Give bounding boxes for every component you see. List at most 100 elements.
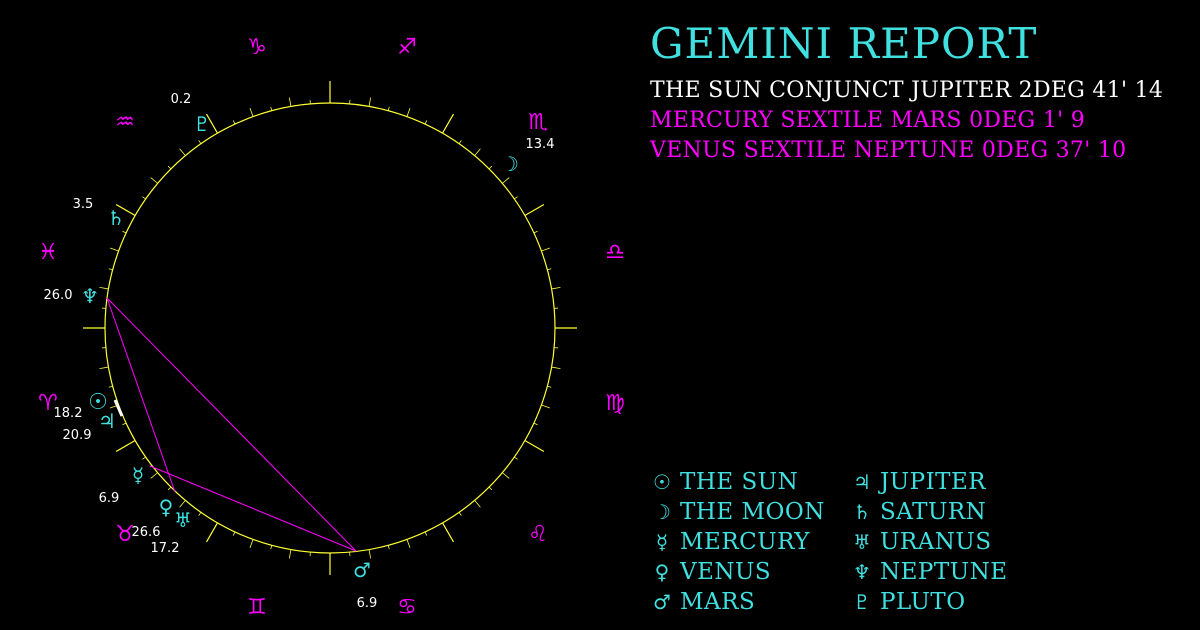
degree-tick [205,113,219,134]
degree-tick [249,107,254,117]
degree-tick [524,439,545,453]
degree-ticks [83,81,577,575]
sun-icon: ☉ [653,470,671,494]
mercury-icon: ☿ [655,530,669,554]
zodiac-wheel: ♑ ♐ ♏ ♎ ♍ ♌ ♋ ♊ ♉ ♈ ♓ ♒ ♇ ☽ ♄ ♆ ☉ ♃ ☿ ♀ … [38,35,625,620]
degree-tick [249,539,254,549]
degree-tick [488,486,493,491]
saturn-icon: ♄ [107,206,125,230]
moon-icon: ☽ [501,152,519,176]
legend-label-uranus: URANUS [880,529,992,555]
legend-label-mercury: MERCURY [680,529,810,555]
degree-tick [514,456,518,460]
degree-tick [488,165,493,170]
aspect-venus-neptune: VENUS SEXTILE NEPTUNE 0DEG 37' 10 [650,138,1127,163]
neptune-icon: ♆ [81,284,99,308]
degree-tick [122,422,127,426]
mars-icon: ♂ [653,590,671,614]
leo-icon: ♌ [528,522,548,547]
aspect-line-neptune-mars [106,297,357,552]
degree-tick [474,148,481,156]
degree-tick [551,366,561,370]
degree-tick [198,512,202,516]
degree-tick [115,203,136,217]
legend-label-sun: THE SUN [680,469,799,495]
moon-icon: ☽ [653,500,671,524]
degree-tick [288,97,292,107]
degree-tick [198,140,202,144]
conjunction-marker [113,399,124,417]
degree-tick [150,472,158,479]
degree-tick [142,196,146,200]
aries-icon: ♈ [38,391,58,416]
degree-tick [441,113,455,134]
jupiter-icon: ♃ [853,470,871,494]
degree-tick [232,120,236,125]
degree-tick [533,230,538,234]
degree-tick [424,531,428,536]
degree-tick [524,203,545,217]
taurus-icon: ♉ [115,522,135,547]
degree-tick [205,522,219,543]
wheel-circle [104,102,556,554]
degree-tick [424,120,428,125]
venus-icon: ♀ [159,495,174,519]
legend-label-pluto: PLUTO [880,589,966,615]
degree-tick [474,500,481,508]
mars-degree: 6.9 [357,596,378,611]
sagittarius-icon: ♐ [397,35,417,60]
degree-tick [179,148,186,156]
degree-tick [458,140,462,144]
pluto-degree: 0.2 [171,92,192,107]
pluto-icon: ♇ [853,590,871,614]
aspect-mercury-mars: MERCURY SEXTILE MARS 0DEG 1' 9 [650,108,1086,133]
degree-tick [406,107,411,117]
degree-tick [541,247,551,252]
aspect-lines [106,297,357,552]
degree-tick [288,549,292,559]
degree-tick [533,422,538,426]
planet-glyphs: ♇ ☽ ♄ ♆ ☉ ♃ ☿ ♀ ♅ ♂ [81,112,519,582]
uranus-icon: ♅ [174,508,192,532]
aspect-line-mercury-mars [149,465,357,552]
degree-tick [502,472,510,479]
degree-tick [368,549,372,559]
sun-degree: 18.2 [54,406,83,421]
venus-degree: 26.6 [132,525,161,540]
degree-tick [99,286,109,290]
aspect-line-venus-neptune [106,297,176,493]
aquarius-icon: ♒ [115,110,135,135]
pluto-icon: ♇ [193,112,211,136]
saturn-icon: ♄ [853,500,871,524]
degree-tick [502,177,510,184]
venus-icon: ♀ [654,560,670,584]
legend-label-neptune: NEPTUNE [880,559,1008,585]
legend-label-mars: MARS [680,589,756,615]
jupiter-degree: 20.9 [63,428,92,443]
legend-label-jupiter: JUPITER [880,469,987,495]
degree-tick [115,439,136,453]
degree-tick [541,404,551,409]
sun-icon: ☉ [88,390,108,415]
aspect-sun-jupiter: THE SUN CONJUNCT JUPITER 2DEG 41' 14 [650,78,1164,103]
saturn-degree: 3.5 [73,197,94,212]
uranus-icon: ♅ [853,530,871,554]
degree-tick [109,247,119,252]
mercury-degree: 6.9 [99,491,120,506]
degree-tick [441,522,455,543]
degree-tick [458,512,462,516]
degree-tick [99,366,109,370]
pisces-icon: ♓ [38,240,58,265]
capricorn-icon: ♑ [247,35,267,60]
libra-icon: ♎ [605,240,625,265]
degree-tick [387,545,390,550]
moon-degree: 13.4 [526,137,555,152]
cancer-icon: ♋ [397,595,417,620]
mercury-icon: ☿ [132,463,144,487]
scorpio-icon: ♏ [528,110,548,135]
virgo-icon: ♍ [605,391,625,416]
report-title: GEMINI REPORT [650,19,1038,68]
degree-tick [270,545,273,550]
degree-tick [179,500,186,508]
legend-label-venus: VENUS [680,559,772,585]
